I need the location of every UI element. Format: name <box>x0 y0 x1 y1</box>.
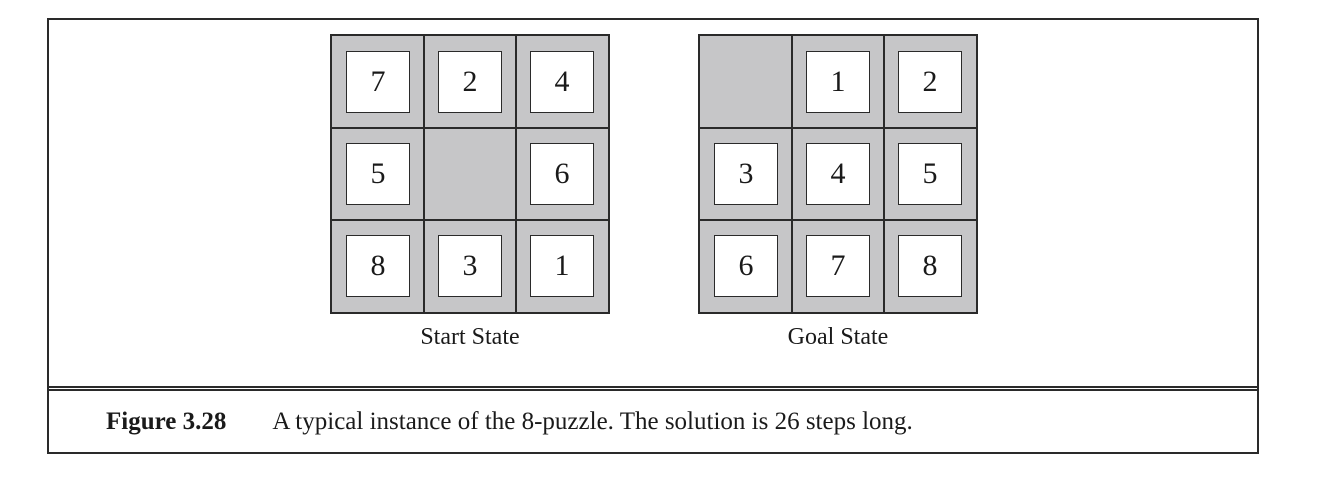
goal-board-cell: 3 <box>700 128 792 220</box>
goal-state-label: Goal State <box>787 324 889 350</box>
goal-board-tile: 1 <box>806 51 870 113</box>
goal-board-tile: 6 <box>714 235 778 297</box>
start-board-cell: 1 <box>516 220 608 312</box>
start-board-tile: 5 <box>346 143 410 205</box>
start-board-grid-line <box>423 36 425 312</box>
start-board-tile: 1 <box>530 235 594 297</box>
start-board-cell: 5 <box>332 128 424 220</box>
start-board-tile: 8 <box>346 235 410 297</box>
goal-board-cell: 7 <box>792 220 884 312</box>
start-board-grid-line <box>332 127 608 129</box>
caption-divider <box>49 386 1257 391</box>
start-board-cell: 7 <box>332 36 424 128</box>
goal-board-cell: 5 <box>884 128 976 220</box>
goal-board-cell: 4 <box>792 128 884 220</box>
start-board-tile: 4 <box>530 51 594 113</box>
goal-board-cell <box>700 36 792 128</box>
goal-board-tile: 7 <box>806 235 870 297</box>
goal-board-cell: 8 <box>884 220 976 312</box>
start-board-tile: 3 <box>438 235 502 297</box>
caption-text: A typical instance of the 8-puzzle. The … <box>272 407 913 435</box>
goal-board-cell: 2 <box>884 36 976 128</box>
start-state-label: Start State <box>420 324 520 350</box>
goal-board-grid-line <box>791 36 793 312</box>
goal-board-tile: 3 <box>714 143 778 205</box>
caption-label: Figure 3.28 <box>106 407 227 435</box>
start-board-grid-line <box>515 36 517 312</box>
start-board-cell: 3 <box>424 220 516 312</box>
goal-board-tile: 5 <box>898 143 962 205</box>
goal-board-tile: 4 <box>806 143 870 205</box>
goal-board-grid-line <box>700 219 976 221</box>
goal-board-tile: 2 <box>898 51 962 113</box>
figure-caption: Figure 3.28 A typical instance of the 8-… <box>49 391 1257 452</box>
goal-board-cell: 6 <box>700 220 792 312</box>
start-board-tile: 2 <box>438 51 502 113</box>
goal-board-cell: 1 <box>792 36 884 128</box>
start-board-cell <box>424 128 516 220</box>
start-board-cell: 2 <box>424 36 516 128</box>
start-board-cell: 6 <box>516 128 608 220</box>
goal-board-grid-line <box>700 127 976 129</box>
start-board-tile: 6 <box>530 143 594 205</box>
goal-board-grid-line <box>883 36 885 312</box>
start-board-cell: 8 <box>332 220 424 312</box>
goal-board-tile: 8 <box>898 235 962 297</box>
start-board-tile: 7 <box>346 51 410 113</box>
start-board-cell: 4 <box>516 36 608 128</box>
start-board-grid-line <box>332 219 608 221</box>
